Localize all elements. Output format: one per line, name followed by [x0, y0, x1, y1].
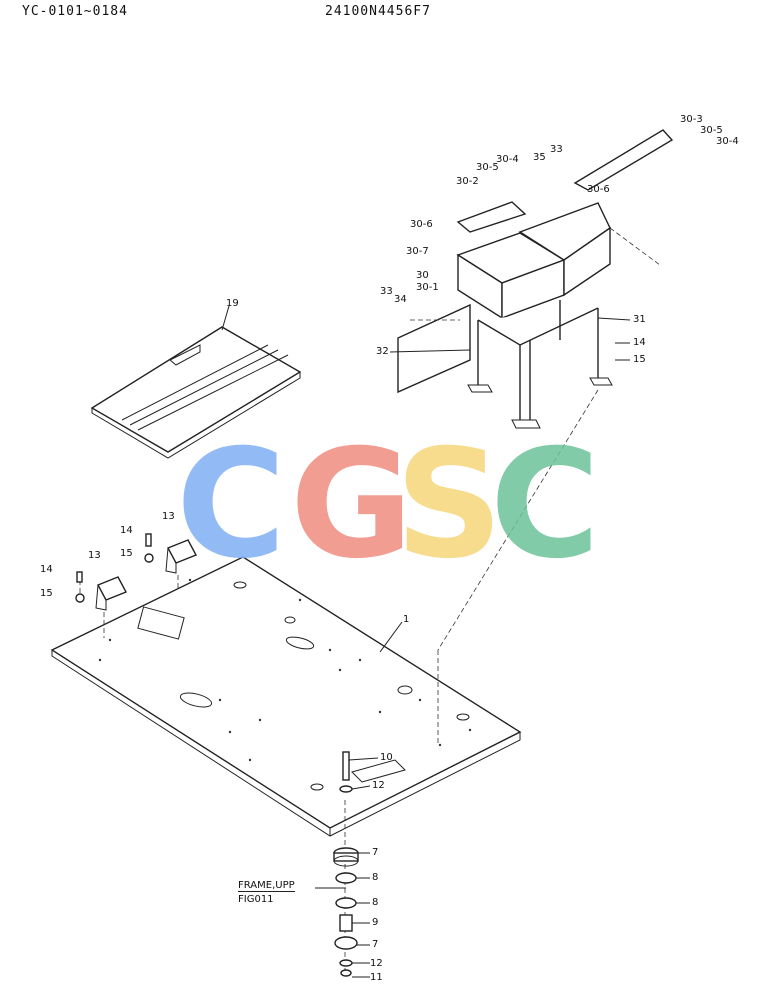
watermark-letter-3: S	[395, 418, 504, 592]
callout-15c: 15	[633, 354, 646, 365]
callout-30-5b: 30-5	[700, 125, 723, 136]
callout-34: 34	[394, 294, 407, 305]
callout-30-6b: 30-6	[587, 184, 610, 195]
callout-15b: 15	[120, 548, 133, 559]
leaders	[221, 305, 631, 978]
floor-mat	[90, 326, 302, 459]
frame-ref-line2: FIG011	[238, 894, 274, 905]
serial-range: YC-0101~0184	[22, 4, 128, 19]
callout-30-4a: 30-4	[496, 154, 519, 165]
frame-ref-line1: FRAME,UPP	[238, 880, 295, 892]
callout-30: 30	[416, 270, 429, 281]
callout-1: 1	[403, 614, 410, 625]
part-code: 24100N4456F7	[325, 4, 431, 19]
callout-30-5a: 30-5	[476, 162, 499, 173]
callout-30-2: 30-2	[456, 176, 479, 187]
callout-30-3: 30-3	[680, 114, 703, 125]
battery-box	[397, 129, 674, 745]
callout-10: 10	[380, 752, 393, 763]
callout-12b: 12	[370, 958, 383, 969]
callout-33b: 33	[550, 144, 563, 155]
callout-12a: 12	[372, 780, 385, 791]
mount-stack	[315, 751, 359, 977]
callout-30-6a: 30-6	[410, 219, 433, 230]
watermark-letter-2: G	[290, 418, 414, 592]
callout-19: 19	[226, 298, 239, 309]
bracket-left	[75, 571, 127, 638]
callout-32: 32	[376, 346, 389, 357]
watermark-letter-4: C	[490, 418, 601, 592]
floor-plate	[50, 556, 522, 837]
callout-8b: 8	[372, 897, 379, 908]
callout-13a: 13	[88, 550, 101, 561]
callout-30-4b: 30-4	[716, 136, 739, 147]
callout-14a: 14	[40, 564, 53, 575]
callout-13b: 13	[162, 511, 175, 522]
callout-14c: 14	[633, 337, 646, 348]
watermark-letter-1: C	[176, 418, 287, 592]
callout-9: 9	[372, 917, 379, 928]
callout-30-1: 30-1	[416, 282, 439, 293]
callout-7b: 7	[372, 939, 379, 950]
callout-7a: 7	[372, 847, 379, 858]
callout-35: 35	[533, 152, 546, 163]
callout-11: 11	[370, 972, 383, 983]
callout-14b: 14	[120, 525, 133, 536]
callout-15a: 15	[40, 588, 53, 599]
bracket-right	[144, 533, 197, 590]
callout-8a: 8	[372, 872, 379, 883]
callout-31: 31	[633, 314, 646, 325]
callout-33a: 33	[380, 286, 393, 297]
callout-30-7: 30-7	[406, 246, 429, 257]
